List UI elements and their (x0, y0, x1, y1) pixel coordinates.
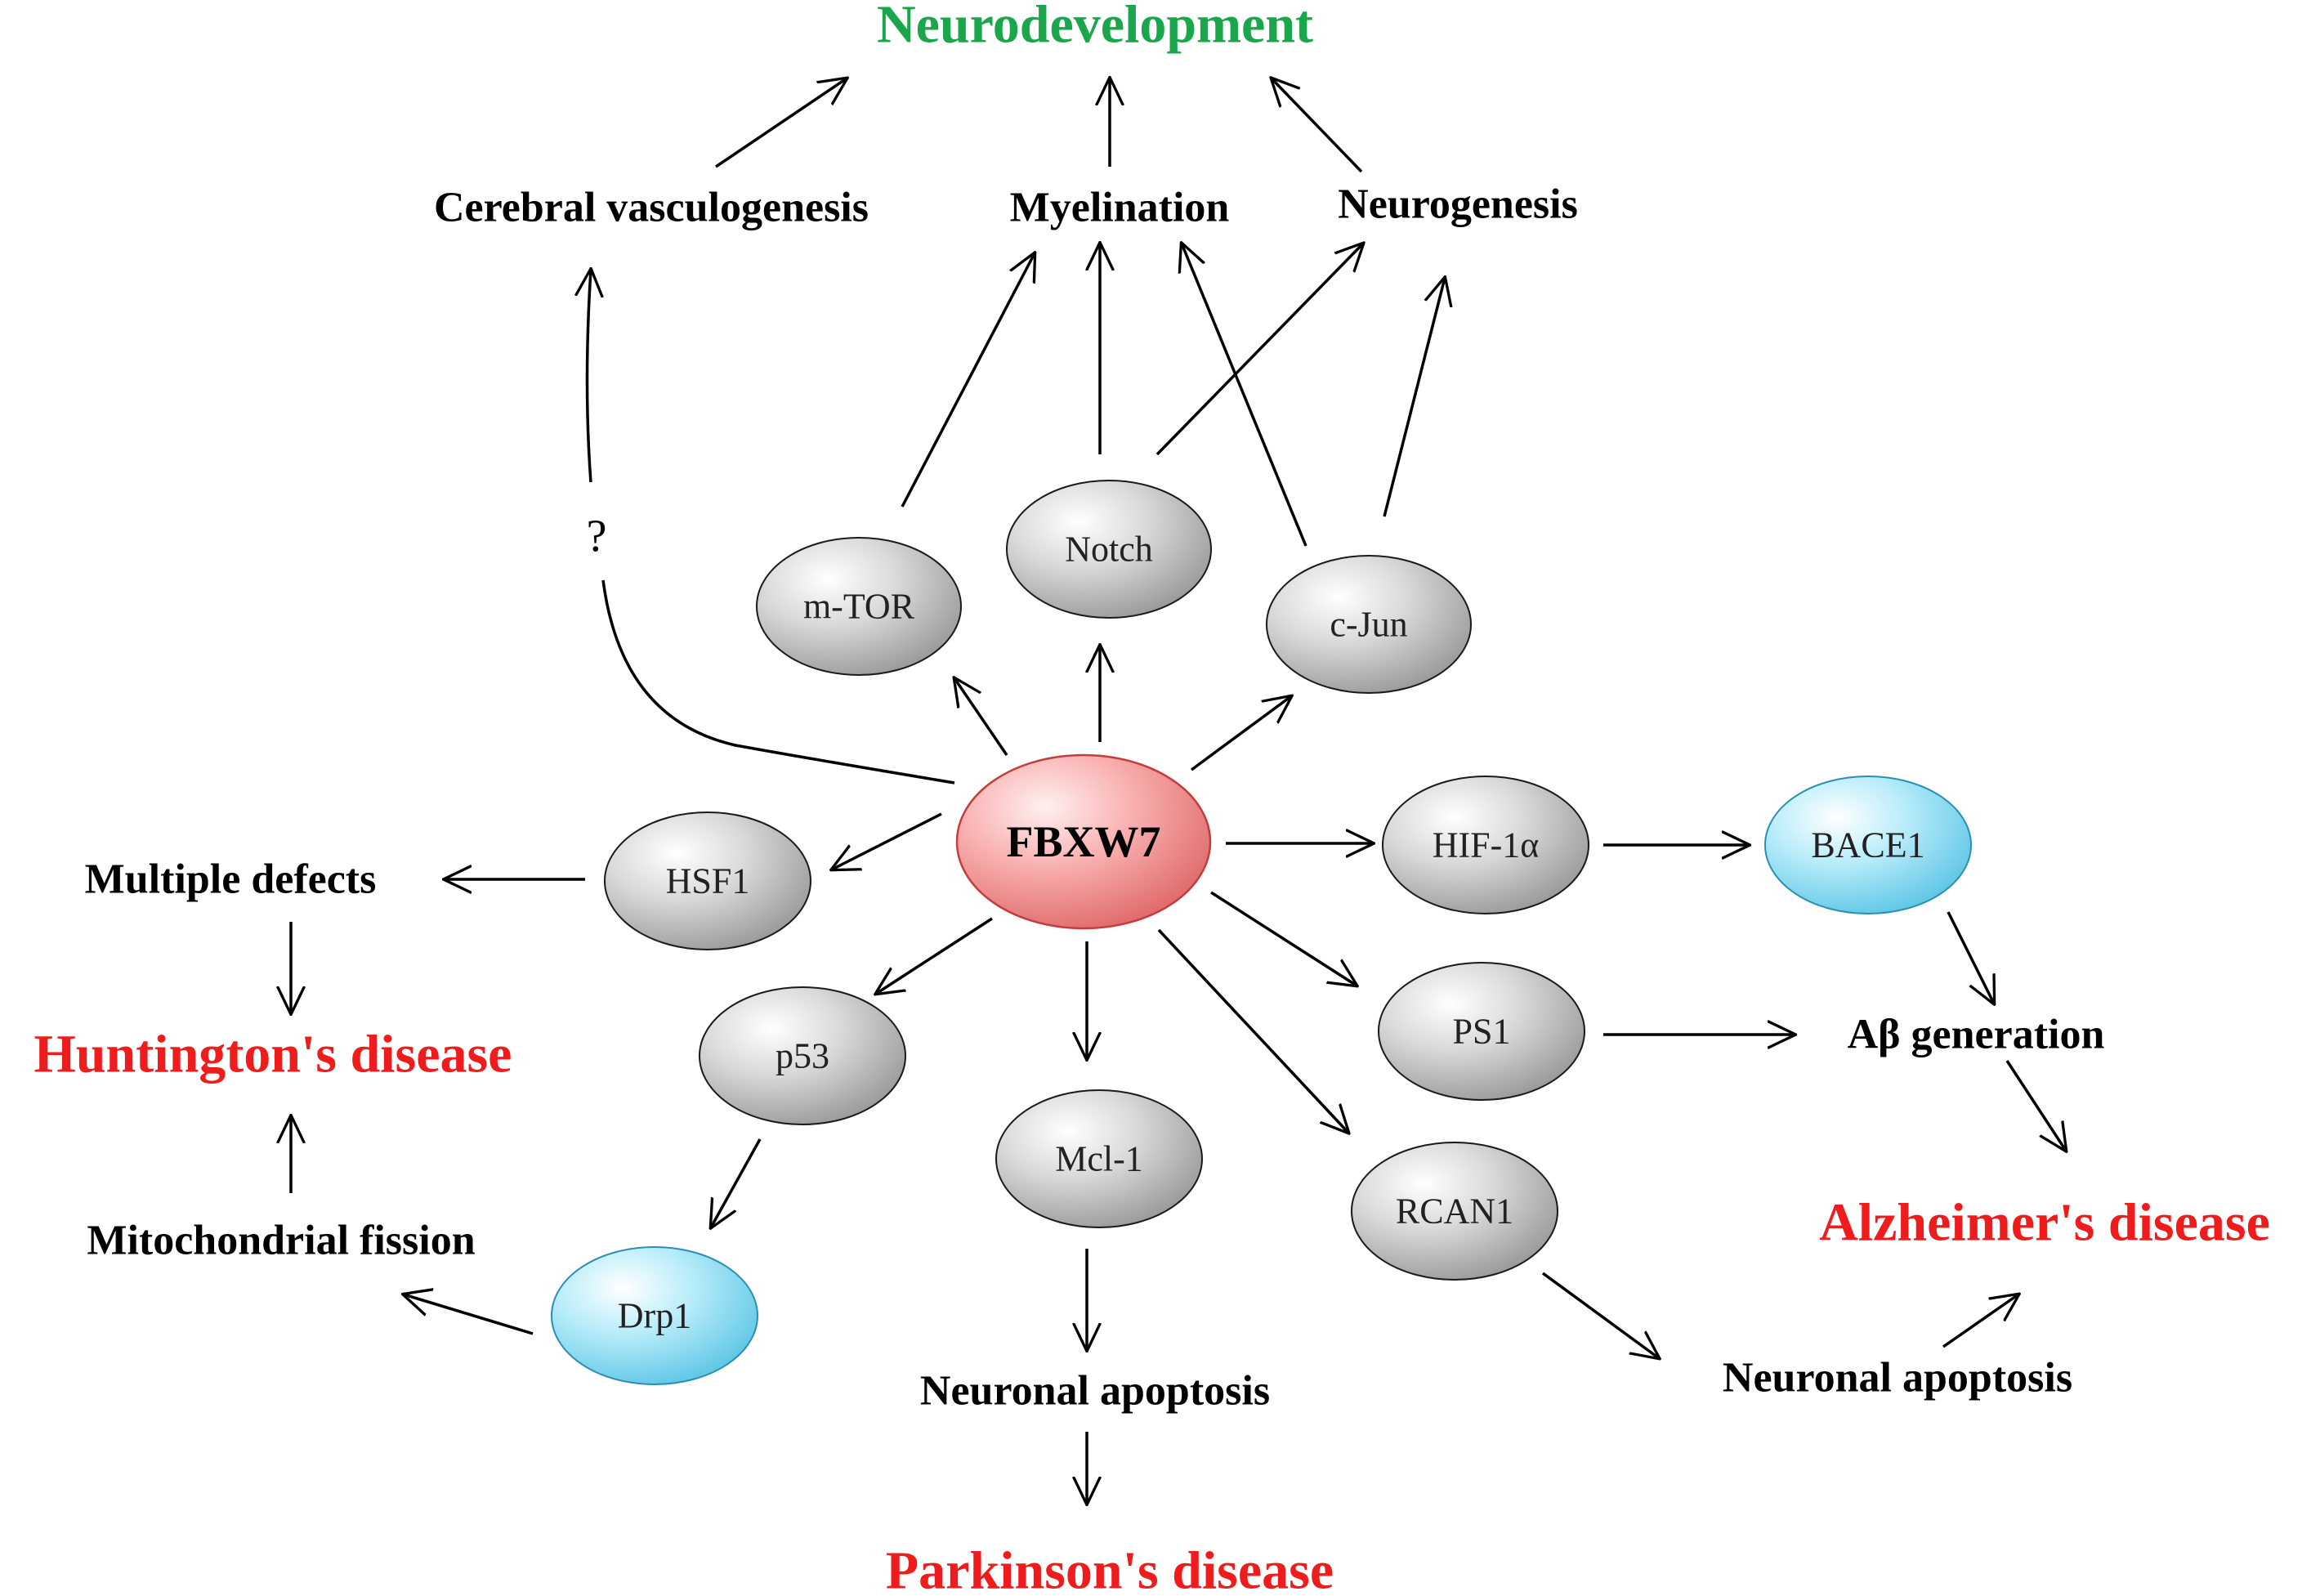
edge-question-to-cerebral (588, 270, 592, 483)
edge-cjun-to-neurogenesis (1383, 278, 1445, 517)
node-notch[interactable]: Notch (1006, 480, 1212, 619)
edge-fbxw7-to-hsf1 (832, 812, 942, 870)
labels: Neurodevelopment Cerebral vasculogenesis… (34, 0, 2270, 1596)
edge-abeta-to-alzheimer (2005, 1060, 2066, 1151)
edge-apoptosis-right-to-alzheimer (1942, 1294, 2018, 1348)
edge-fbxw7-to-mtor (954, 678, 1008, 756)
node-mtor[interactable]: m-TOR (756, 537, 962, 676)
node-ps1-label: PS1 (1453, 1012, 1511, 1052)
label-unknown-link: ? (587, 511, 607, 561)
node-cjun-label: c-Jun (1330, 605, 1407, 645)
label-mitochondrial-fission: Mitochondrial fission (87, 1218, 475, 1264)
node-mtor-label: m-TOR (803, 587, 915, 627)
node-mcl1-label: Mcl-1 (1055, 1139, 1143, 1179)
node-hif-label: HIF-1α (1433, 825, 1540, 865)
node-rcan1[interactable]: RCAN1 (1351, 1142, 1558, 1281)
node-p53-label: p53 (776, 1036, 829, 1076)
node-notch-label: Notch (1065, 530, 1153, 570)
node-fbxw7-label: FBXW7 (1007, 817, 1161, 866)
node-hif[interactable]: HIF-1α (1382, 776, 1589, 914)
nodes: m-TOR Notch c-Jun HSF1 HIF-1α BACE1 PS1 (551, 480, 1972, 1385)
edge-cjun-to-myelination (1182, 244, 1307, 547)
edge-fbxw7-to-rcan1 (1157, 928, 1348, 1133)
label-abeta-generation: Aβ generation (1848, 1012, 2105, 1058)
node-bace1[interactable]: BACE1 (1764, 776, 1972, 914)
label-cerebral-vasculogenesis: Cerebral vasculogenesis (434, 185, 869, 231)
label-neuronal-apoptosis-right: Neuronal apoptosis (1723, 1355, 2072, 1402)
edges (291, 78, 2066, 1504)
node-drp1[interactable]: Drp1 (551, 1246, 758, 1385)
edge-mtor-to-myelination (901, 253, 1035, 507)
edge-fbxw7-to-p53 (876, 917, 993, 994)
edge-neurogenesis-to-neurodevelopment (1272, 78, 1363, 173)
label-neurogenesis: Neurogenesis (1338, 181, 1578, 228)
edge-notch-to-neurogenesis (1155, 244, 1363, 456)
label-huntingtons-disease: Huntington's disease (34, 1025, 512, 1084)
node-hsf1[interactable]: HSF1 (604, 811, 811, 950)
node-p53[interactable]: p53 (699, 986, 906, 1125)
node-fbxw7-hub[interactable]: FBXW7 (955, 753, 1212, 930)
node-cjun[interactable]: c-Jun (1266, 555, 1472, 694)
edge-bace1-to-abeta (1947, 911, 1994, 1004)
neurodevelopment-title: Neurodevelopment (877, 0, 1313, 55)
node-drp1-label: Drp1 (618, 1296, 691, 1336)
edge-fbxw7-to-cjun (1190, 696, 1291, 771)
label-alzheimers-disease: Alzheimer's disease (1819, 1193, 2270, 1253)
edge-fbxw7-to-ps1 (1210, 891, 1357, 986)
label-neuronal-apoptosis-mid: Neuronal apoptosis (920, 1368, 1270, 1415)
edge-drp1-to-mito (404, 1294, 534, 1335)
node-rcan1-label: RCAN1 (1396, 1191, 1513, 1232)
node-hsf1-label: HSF1 (666, 861, 750, 901)
edge-rcan1-to-apoptosis-right (1541, 1272, 1659, 1358)
label-multiple-defects: Multiple defects (85, 856, 377, 903)
edge-cerebral-to-neurodevelopment (715, 78, 847, 168)
label-parkinsons-disease: Parkinson's disease (886, 1541, 1334, 1596)
label-myelination: Myelination (1010, 185, 1230, 231)
edge-p53-to-drp1 (711, 1138, 762, 1227)
edge-fbxw7-to-question (601, 579, 955, 785)
node-ps1[interactable]: PS1 (1378, 962, 1585, 1101)
node-bace1-label: BACE1 (1811, 825, 1924, 865)
node-mcl1[interactable]: Mcl-1 (995, 1089, 1203, 1228)
